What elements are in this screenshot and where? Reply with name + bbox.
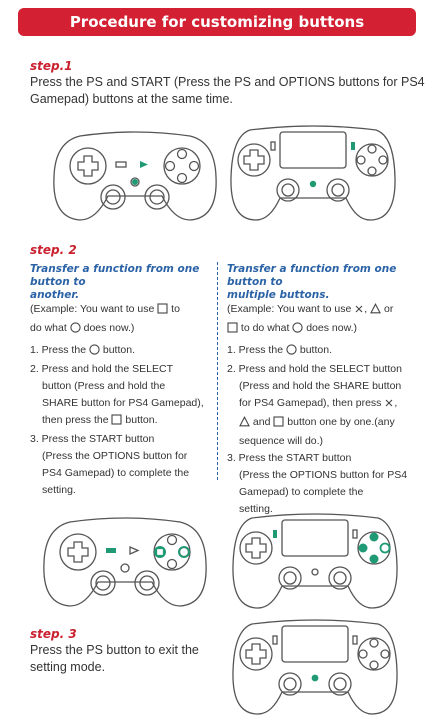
ps3-controller-illustration-step1 [50,122,220,224]
step1-text-line: Press the PS and START (Press the PS and… [30,75,425,89]
example-text: does now.) [80,322,135,334]
list-item: (Press and hold the SHARE button [239,380,402,392]
square-icon [227,322,238,339]
list-item: for PS4 Gamepad), then press , [227,395,432,414]
step1-label: step.1 [30,59,73,73]
list-item: (Press the OPTIONS button for PS4 [239,469,408,481]
example-text: do what [30,322,70,334]
step2-left-heading: Transfer a function from one button to a… [30,263,215,302]
circle-icon [292,322,303,339]
list-item: 3. Press the START button [30,433,155,445]
list-item: Gamepad) to complete the [239,486,364,498]
heading-line: another. [30,289,80,301]
item-text: and [250,416,274,428]
list-item: sequence will do.) [239,435,324,447]
step2-right-example: (Example: You want to use , or to do wha… [227,301,432,339]
list-item: 1. Press the button. [227,342,432,361]
item-text: , [394,397,398,409]
step3-label: step. 3 [30,627,77,641]
triangle-icon [370,303,382,320]
list-item: PS4 Gamepad) to complete the [42,467,190,479]
square-icon [273,416,284,433]
step2-right-heading: Transfer a function from one button to m… [227,263,427,302]
circle-icon [70,322,81,339]
triangle-icon [239,416,250,433]
step1-text-line: Gamepad) buttons at the same time. [30,92,233,106]
column-divider [217,262,218,480]
heading-line: multiple buttons. [227,289,330,301]
list-item: setting. [42,484,76,496]
list-item: then press the button. [30,412,215,431]
list-item: 1. Press the button. [30,342,215,361]
example-text: or [381,303,394,315]
list-item: SHARE button for PS4 Gamepad), [42,397,204,409]
heading-line: Transfer a function from one button to [30,263,200,288]
step3-text-line: setting mode. [30,660,106,674]
item-text: button. [296,344,332,356]
square-icon [111,414,123,431]
cross-icon [384,397,394,414]
example-text: to [168,303,180,315]
square-icon [157,303,168,320]
item-text: for PS4 Gamepad), then press [239,397,385,409]
circle-icon [89,344,100,361]
list-item: 2. Press and hold the SELECT button [227,363,402,375]
list-item: 2. Press and hold the SELECT [30,363,173,375]
example-text: to do what [238,322,293,334]
page-title: Procedure for customizing buttons [18,8,416,36]
list-item: (Press the OPTIONS button for [42,450,188,462]
ps4-controller-illustration-step2 [230,508,400,612]
list-item: button (Press and hold the [42,380,166,392]
example-text: , [364,303,371,315]
item-text: 1. Press the [30,344,89,356]
example-text: (Example: You want to use [30,303,158,315]
step2-label: step. 2 [30,243,77,257]
ps4-controller-illustration-step1 [228,120,398,224]
item-text: 1. Press the [227,344,286,356]
list-item: setting. [239,503,273,515]
cross-icon [354,303,364,320]
heading-line: Transfer a function from one button to [227,263,397,288]
item-text: button. [99,344,135,356]
item-text: button. [122,414,158,426]
list-item: 3. Press the START button [227,452,352,464]
step3-text: Press the PS button to exit the setting … [30,642,230,676]
item-text: button one by one.(any [284,416,395,428]
item-text: then press the [42,414,112,426]
example-text: does now.) [303,322,357,334]
step3-text-line: Press the PS button to exit the [30,643,199,657]
step2-left-steps: 1. Press the button. 2. Press and hold t… [30,342,215,499]
ps3-controller-illustration-step2 [40,508,210,610]
step2-left-example: (Example: You want to use to do what doe… [30,301,215,339]
list-item: and button one by one.(any [227,414,432,433]
step1-text: Press the PS and START (Press the PS and… [30,74,430,108]
ps4-controller-illustration-step3 [230,614,400,718]
example-text: (Example: You want to use [227,303,355,315]
step2-right-steps: 1. Press the button. 2. Press and hold t… [227,342,432,518]
circle-icon [286,344,297,361]
